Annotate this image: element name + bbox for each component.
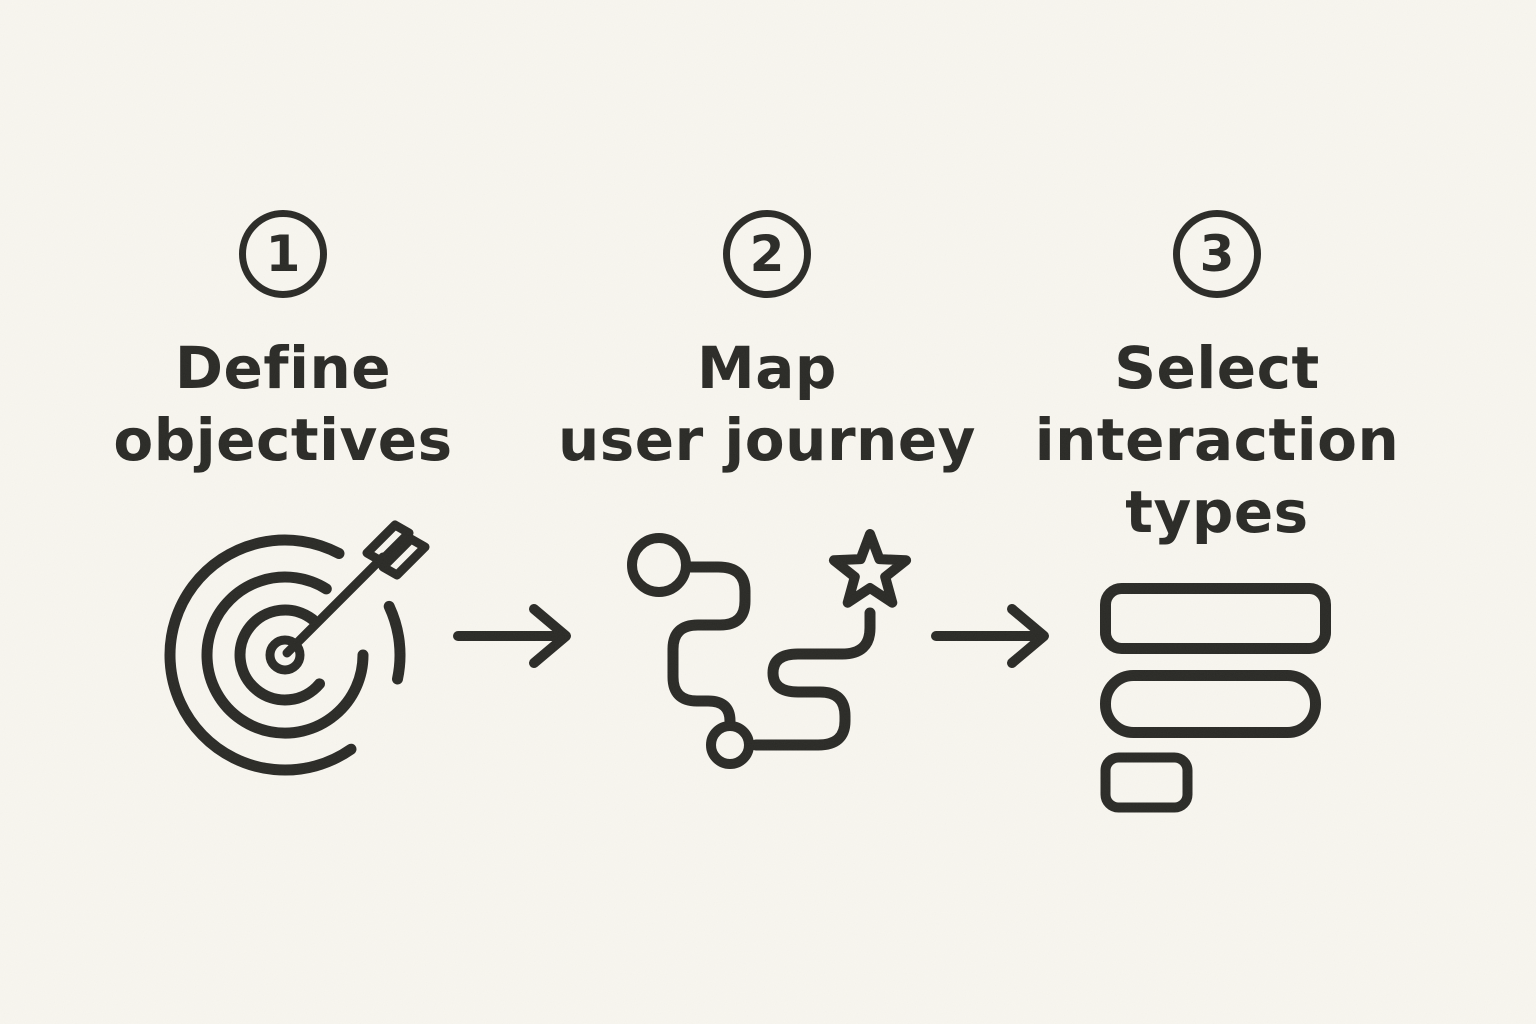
target-arrow-icon bbox=[164, 520, 430, 776]
step-define-objectives: 1 Define objectives bbox=[53, 210, 513, 476]
step-map-user-journey: 2 Map user journey bbox=[537, 210, 997, 476]
arrow-right-icon bbox=[453, 604, 571, 668]
journey-start-dot bbox=[627, 533, 691, 597]
target-inner-ring bbox=[234, 604, 325, 706]
step-title-line: objectives bbox=[113, 406, 453, 474]
step-number-badge: 3 bbox=[1173, 210, 1261, 298]
step-title-line: Map bbox=[697, 334, 837, 402]
stacked-bars-icon bbox=[1100, 583, 1331, 813]
journey-goal-star-icon bbox=[828, 529, 912, 608]
arrow-shaft bbox=[282, 552, 388, 658]
journey-path-segment-1 bbox=[667, 561, 751, 730]
step-title-line: Define bbox=[174, 334, 392, 402]
arrow-fletching-lower bbox=[378, 534, 430, 580]
step-title-line: user journey bbox=[557, 406, 976, 474]
step-title: Map user journey bbox=[558, 332, 976, 476]
bar-primary bbox=[1100, 583, 1331, 654]
step-number: 1 bbox=[265, 225, 301, 283]
step-title-line: types bbox=[1125, 478, 1309, 546]
step-number-badge: 1 bbox=[239, 210, 327, 298]
journey-path-icon bbox=[627, 529, 912, 769]
step-number: 2 bbox=[749, 225, 785, 283]
step-title: Select interaction types bbox=[1035, 332, 1400, 548]
journey-waypoint-dot bbox=[706, 721, 754, 769]
step-select-interaction-types: 3 Select interaction types bbox=[987, 210, 1447, 548]
step-number-badge: 2 bbox=[723, 210, 811, 298]
target-outer-ring bbox=[164, 534, 357, 776]
arrow-right-icon bbox=[931, 604, 1049, 668]
step-title-line: interaction bbox=[1034, 406, 1400, 474]
bar-secondary-pill bbox=[1100, 670, 1321, 738]
journey-path-segment-2 bbox=[750, 607, 876, 751]
step-title-line: Select bbox=[1114, 334, 1320, 402]
bar-tertiary-small bbox=[1100, 752, 1193, 813]
target-outer-ring-fragment bbox=[383, 600, 406, 685]
step-number: 3 bbox=[1199, 225, 1235, 283]
step-title: Define objectives bbox=[113, 332, 452, 476]
